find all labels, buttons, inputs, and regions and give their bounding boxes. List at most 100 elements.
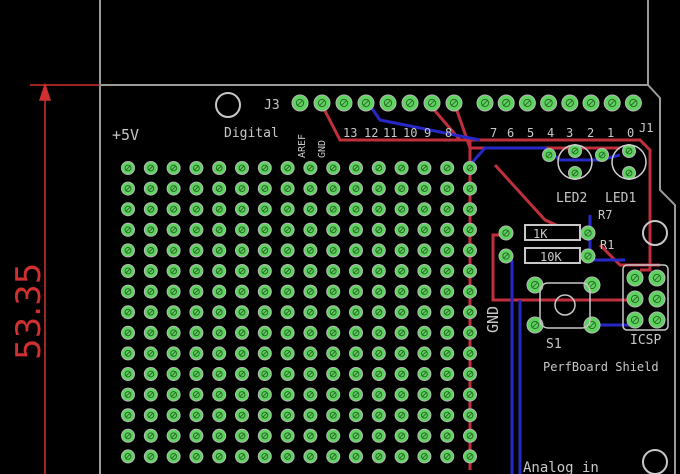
top-trace: [453, 104, 620, 150]
perfboard-pad: [212, 408, 227, 423]
perfboard-pad: [417, 243, 432, 258]
led-outlines: [557, 144, 647, 180]
perfboard-pad: [280, 449, 295, 464]
perfboard-pad: [280, 222, 295, 237]
perfboard-pad: [326, 243, 341, 258]
perfboard-pad: [349, 449, 363, 464]
perfboard-pad: [440, 161, 455, 175]
perfboard-pad: [371, 264, 386, 278]
pin-number-label: 11: [383, 126, 397, 140]
pin-number-label: 8: [445, 126, 452, 140]
perfboard-pad: [394, 202, 409, 217]
perfboard-pad: [280, 428, 295, 443]
perfboard-pad: [463, 408, 477, 423]
perfboard-pad: [143, 202, 158, 217]
mounting-hole-icon: [215, 92, 241, 118]
label-gnd-pin: GND: [317, 140, 328, 158]
perfboard-pad: [394, 325, 409, 340]
perfboard-pad: [143, 387, 158, 402]
perfboard-pad: [212, 449, 227, 464]
perfboard-pad: [143, 243, 158, 258]
perfboard-pad: [280, 264, 295, 278]
perfboard-pad: [212, 305, 227, 320]
perfboard-pad: [166, 387, 181, 402]
pin-number-label: 5: [527, 126, 534, 140]
perfboard-pad: [371, 367, 386, 381]
led-pad: [568, 166, 582, 180]
perfboard-pad: [143, 325, 158, 340]
perfboard-pad: [166, 305, 181, 320]
perfboard-pad: [257, 367, 272, 381]
switch-pad: [526, 316, 544, 334]
pin-number-label: 10: [403, 126, 417, 140]
perfboard-pad: [394, 449, 409, 464]
header-pad-j3: [401, 94, 419, 112]
mounting-hole-icon: [642, 220, 668, 246]
perfboard-pad: [463, 161, 477, 175]
perfboard-pad: [121, 325, 135, 340]
icsp-pad: [648, 311, 666, 329]
perfboard-pad: [189, 367, 204, 381]
perfboard-pad: [394, 243, 409, 258]
mounting-holes: [215, 92, 668, 474]
pin-number-label: 3: [566, 126, 573, 140]
perfboard-pad: [417, 181, 432, 196]
perfboard-pad: [257, 325, 272, 340]
perfboard-pad: [349, 428, 363, 443]
perfboard-pad: [349, 222, 363, 237]
perfboard-pad: [371, 325, 386, 340]
perfboard-pad: [463, 387, 477, 402]
perfboard-pad: [235, 243, 249, 258]
board-name: PerfBoard Shield: [543, 360, 659, 374]
icsp-pad: [626, 290, 644, 308]
perfboard-pad: [143, 428, 158, 443]
perfboard-pad: [143, 305, 158, 320]
perfboard-pad: [417, 367, 432, 381]
perfboard-pad: [349, 284, 363, 299]
perfboard-pad: [257, 222, 272, 237]
perfboard-pad: [235, 367, 249, 381]
resistor-pad: [498, 225, 514, 241]
perfboard-pad: [326, 428, 341, 443]
perfboard-pad: [303, 305, 318, 320]
icsp-pad: [626, 269, 644, 287]
perfboard-pad: [417, 161, 432, 175]
perfboard-pad: [371, 428, 386, 443]
perfboard-pad: [349, 305, 363, 320]
perfboard-pad: [280, 408, 295, 423]
perfboard-pad: [212, 428, 227, 443]
perfboard-pad: [166, 325, 181, 340]
perfboard-pad: [326, 305, 341, 320]
perfboard-pad: [463, 181, 477, 196]
perfboard-pad: [166, 202, 181, 217]
led-pad: [568, 144, 582, 158]
perfboard-pad: [394, 161, 409, 175]
top-trace: [320, 104, 472, 470]
board-outline: [99, 0, 676, 474]
perfboard-pad: [440, 449, 455, 464]
perfboard-pad: [189, 428, 204, 443]
perfboard-pad: [212, 222, 227, 237]
perfboard-pad: [303, 284, 318, 299]
switch-pad: [583, 316, 601, 334]
perfboard-pad: [280, 243, 295, 258]
perfboard-pad: [303, 222, 318, 237]
header-pad-j3: [335, 94, 353, 112]
perfboard-pad: [326, 346, 341, 361]
perfboard-pad: [257, 305, 272, 320]
perfboard-pad: [440, 408, 455, 423]
perfboard-pad: [257, 428, 272, 443]
perfboard-pad: [349, 387, 363, 402]
led-pad: [622, 166, 636, 180]
perfboard-pad: [349, 408, 363, 423]
perfboard-pad: [303, 243, 318, 258]
header-pad-j3: [313, 94, 331, 112]
header-pad-j3: [357, 94, 375, 112]
perfboard-pad: [417, 305, 432, 320]
top-trace: [491, 233, 640, 302]
perfboard-pad: [303, 264, 318, 278]
perfboard-pad: [121, 202, 135, 217]
perfboard-pad: [417, 325, 432, 340]
